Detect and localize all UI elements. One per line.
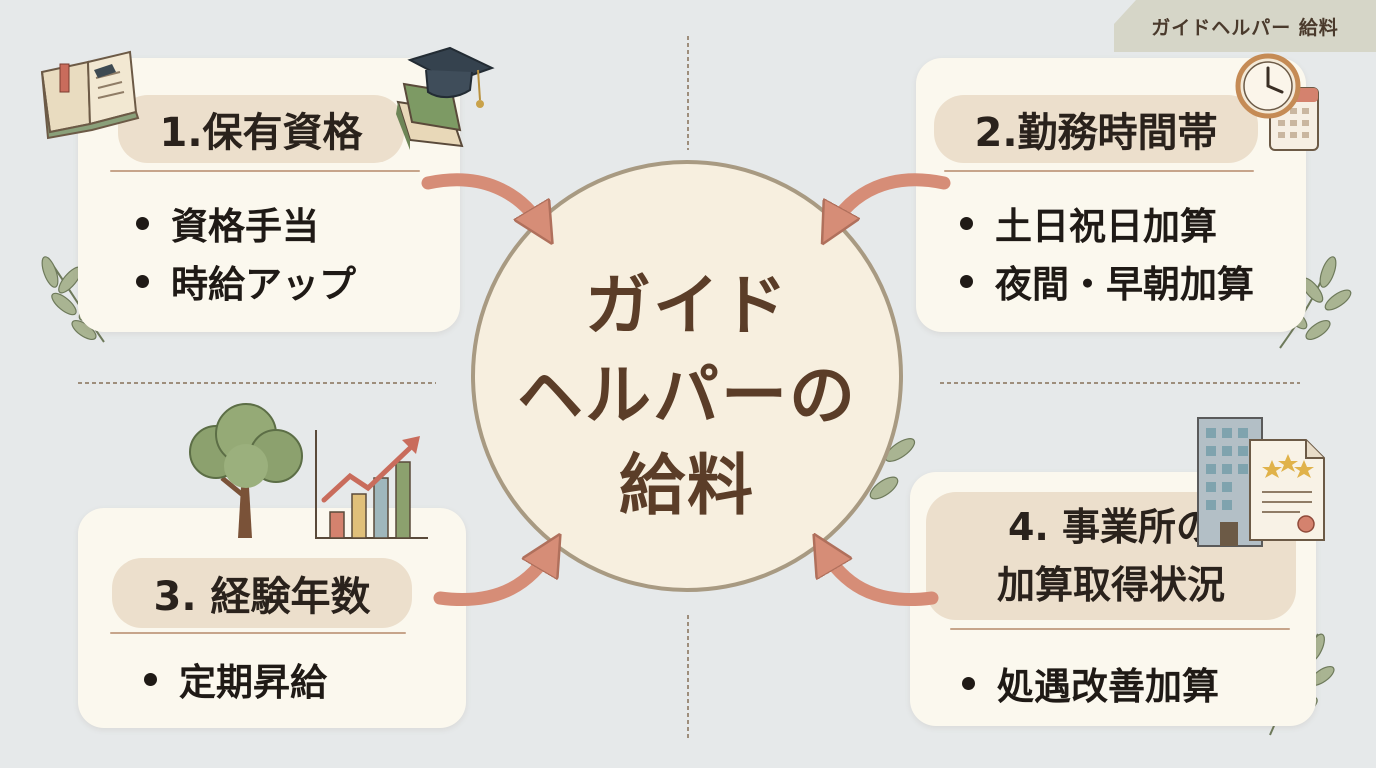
arrow-box-4 xyxy=(822,548,939,606)
box-4-title: 4. 事業所の 加算取得状況 xyxy=(926,492,1296,620)
box-3-bullet-1-text: 定期昇給 xyxy=(179,661,327,704)
box-3-title: 3. 経験年数 xyxy=(112,558,412,628)
box-1-bullet-1-text: 資格手当 xyxy=(171,205,319,248)
bullet-dot xyxy=(136,216,149,230)
bullet-dot xyxy=(960,216,973,230)
box-2-bullet-2: 夜間・早朝加算 xyxy=(960,254,1254,308)
center-title-line-3: 給料 xyxy=(619,447,755,524)
open-book-icon xyxy=(40,50,140,140)
box-2-title: 2.勤務時間帯 xyxy=(934,95,1258,163)
box-3-underline xyxy=(110,632,406,634)
arrow-box-3 xyxy=(433,548,552,606)
box-2-bullet-1-text: 土日祝日加算 xyxy=(995,205,1217,248)
graduation-cap-icon xyxy=(396,46,495,150)
bar-chart-growth-icon xyxy=(315,430,428,539)
bullet-dot xyxy=(144,672,157,686)
box-1-bullet-2-text: 時給アップ xyxy=(171,263,356,306)
box-2-bullet-1: 土日祝日加算 xyxy=(960,196,1217,250)
center-title-line-2: ヘルパーの xyxy=(517,357,857,434)
box-1-underline xyxy=(110,170,420,172)
box-2-underline xyxy=(944,170,1254,172)
bullet-dot xyxy=(136,274,149,288)
box-1-bullet-1: 資格手当 xyxy=(136,196,319,250)
bullet-dot xyxy=(962,676,975,690)
corner-tag: ガイドヘルパー 給料 xyxy=(1114,0,1376,52)
box-2-bullet-2-text: 夜間・早朝加算 xyxy=(995,263,1254,306)
box-4-title-line-2: 加算取得状況 xyxy=(996,563,1225,607)
box-4-bullet-1-text: 処遇改善加算 xyxy=(997,665,1219,708)
arrow-box-2 xyxy=(830,173,951,230)
tree-icon xyxy=(189,403,303,538)
center-title-line-1: ガイド xyxy=(585,267,789,344)
arrow-box-1 xyxy=(421,173,544,230)
box-4-bullet-1: 処遇改善加算 xyxy=(962,656,1219,710)
box-1-bullet-2: 時給アップ xyxy=(136,254,356,308)
certificate-icon xyxy=(1249,439,1325,541)
clock-calendar-icon xyxy=(1235,53,1319,151)
box-1-title: 1.保有資格 xyxy=(118,95,404,163)
box-4-title-line-1: 4. 事業所の xyxy=(1007,505,1215,549)
box-4-underline xyxy=(950,628,1290,630)
box-3-bullet-1: 定期昇給 xyxy=(144,652,327,706)
bullet-dot xyxy=(960,274,973,288)
corner-tag-label: ガイドヘルパー 給料 xyxy=(1151,16,1339,39)
